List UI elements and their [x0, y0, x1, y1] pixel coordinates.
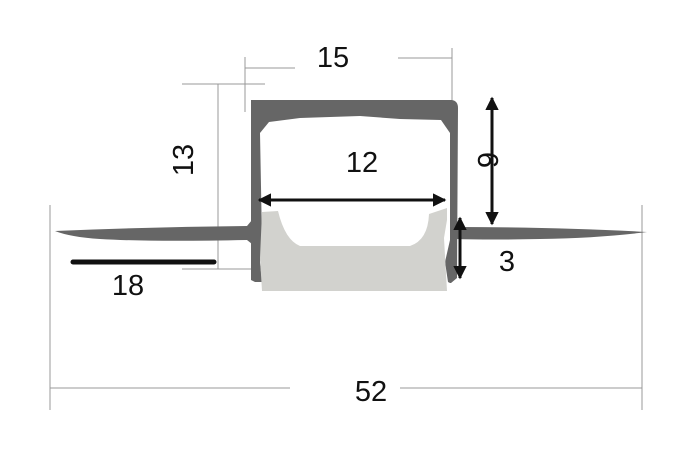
diffuser — [260, 208, 447, 291]
flange-width-label: 18 — [112, 270, 144, 302]
height-label: 13 — [168, 144, 200, 176]
inner-width-label: 12 — [346, 147, 378, 179]
outer-width-label: 15 — [317, 42, 349, 74]
right-flange — [455, 227, 647, 240]
total-width-label: 52 — [355, 376, 387, 408]
left-flange — [55, 220, 252, 244]
inner-height-label: 9 — [473, 152, 505, 168]
profile-body — [251, 100, 458, 283]
flange-thickness-label: 3 — [499, 246, 515, 278]
dimension-lines — [49, 48, 643, 410]
